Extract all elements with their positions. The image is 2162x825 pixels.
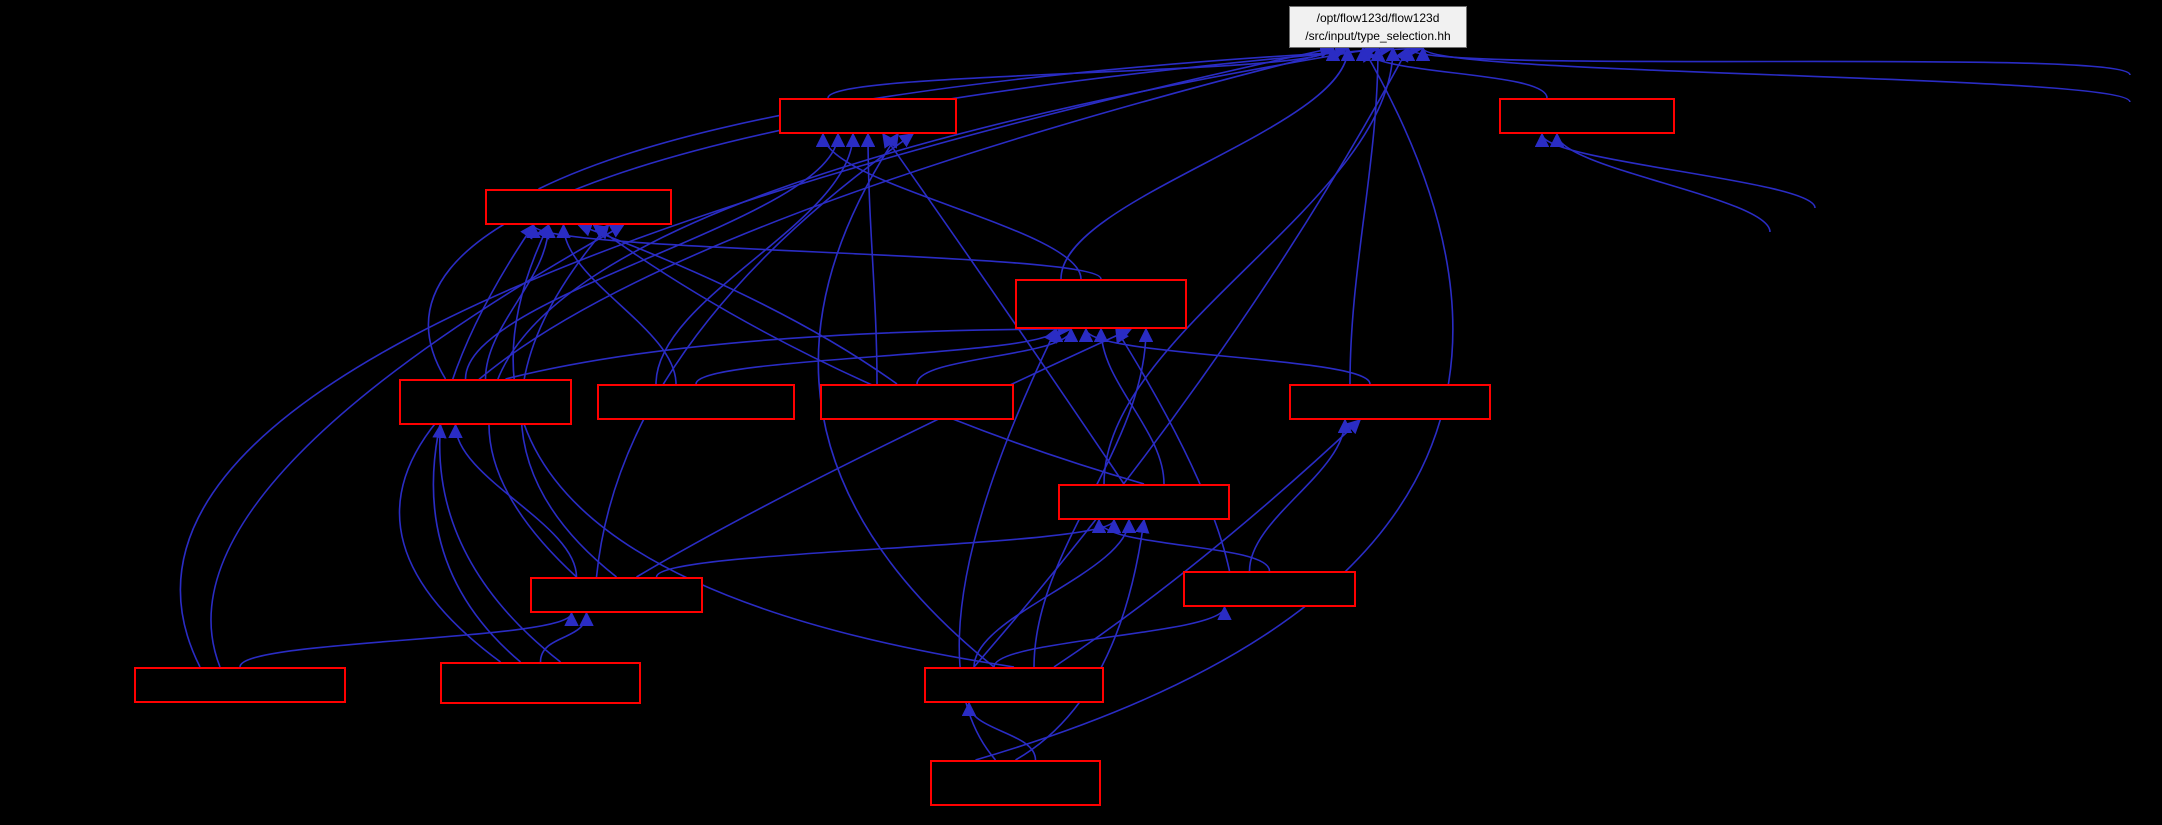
graph-node[interactable]: [597, 384, 795, 420]
include-edge: [1053, 419, 1362, 668]
include-edge: [993, 605, 1232, 668]
include-edge: [916, 327, 1079, 385]
include-edge: [1060, 46, 1356, 280]
include-edge: [432, 423, 561, 663]
graph-node[interactable]: [1499, 98, 1675, 134]
include-edge: [973, 46, 1409, 668]
include-edge: [1093, 327, 1165, 485]
include-edge: [179, 43, 1335, 668]
include-edge: [398, 44, 1350, 663]
include-edge: [958, 327, 1057, 761]
include-edge: [432, 223, 535, 663]
graph-node[interactable]: [134, 667, 346, 703]
graph-node[interactable]: [924, 667, 1104, 703]
graph-node[interactable]: [530, 577, 703, 613]
graph-node[interactable]: [399, 379, 572, 425]
include-edge: [1103, 46, 1401, 485]
include-edge: [464, 132, 846, 380]
main-node-path-line: /opt/flow123d/flow123d: [1316, 11, 1440, 25]
include-edge: [882, 132, 1125, 485]
include-edge: [1416, 46, 2131, 103]
include-edge: [239, 611, 579, 668]
include-edge: [512, 223, 1015, 668]
graph-node[interactable]: [930, 760, 1101, 806]
include-edge: [577, 222, 898, 385]
include-edge: [556, 223, 677, 385]
graph-node[interactable]: [1289, 384, 1491, 420]
graph-node[interactable]: [1183, 571, 1356, 607]
include-edge: [815, 132, 1082, 280]
include-edge: [488, 42, 1380, 578]
graph-node[interactable]: [1058, 484, 1230, 520]
include-edge: [448, 423, 578, 578]
include-edge: [1115, 327, 1231, 572]
graph-node[interactable]: [485, 189, 672, 225]
include-edge: [427, 41, 1395, 380]
include-edge: [636, 327, 1133, 578]
include-edge: [695, 327, 1064, 385]
include-edge: [961, 701, 1037, 761]
main-node: /opt/flow123d/flow123d /src/input/type_s…: [1289, 6, 1467, 48]
include-edge: [1248, 418, 1353, 572]
main-node-file-line: /src/input/type_selection.hh: [1305, 29, 1451, 43]
include-edge: [973, 518, 1137, 668]
graph-node[interactable]: [440, 662, 641, 704]
include-edge: [975, 46, 1454, 761]
graph-node[interactable]: [1015, 279, 1187, 329]
include-edge: [592, 224, 1145, 485]
graph-node[interactable]: [779, 98, 957, 134]
include-edge: [539, 611, 594, 663]
include-edge: [1349, 46, 1386, 385]
graph-node[interactable]: [820, 384, 1014, 420]
include-edge: [505, 321, 1073, 380]
include-edge: [655, 518, 1121, 578]
include-edge: [484, 223, 556, 380]
include-edge: [1091, 518, 1271, 572]
include-edge: [1549, 132, 1771, 233]
include-edge: [210, 224, 625, 668]
